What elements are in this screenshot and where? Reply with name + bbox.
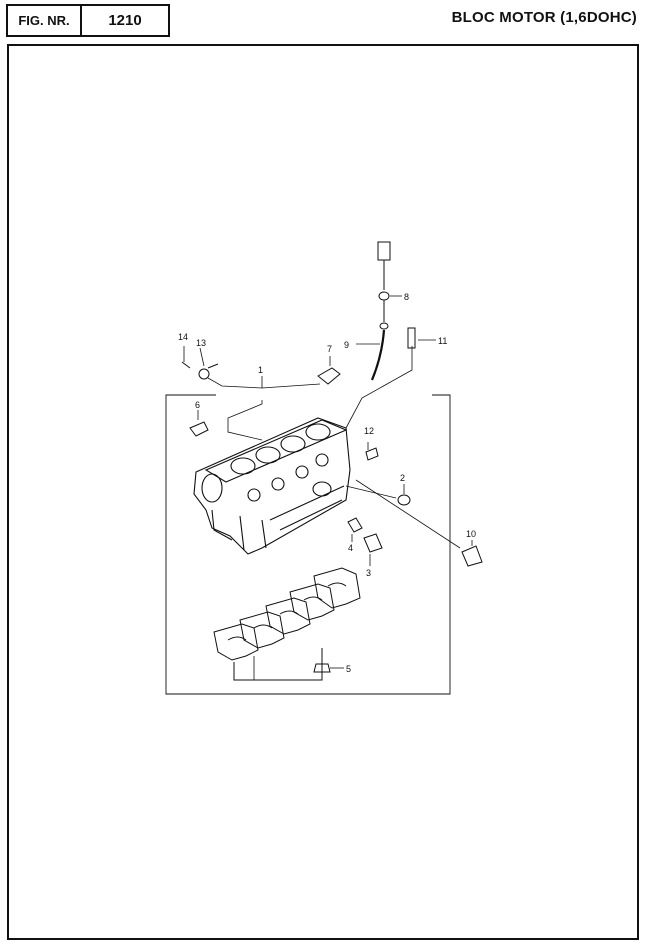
cap-bolt <box>313 648 331 673</box>
callout-3: 3 <box>366 568 371 578</box>
plug-twelve <box>365 447 379 461</box>
callout-13: 13 <box>196 338 206 348</box>
callout-7: 7 <box>327 344 332 354</box>
plug-seven <box>317 367 341 385</box>
callout-10: 10 <box>466 529 476 539</box>
callout-1: 1 <box>258 365 263 375</box>
callout-8: 8 <box>404 292 409 302</box>
callout-4: 4 <box>348 543 353 553</box>
callout-9: 9 <box>344 340 349 350</box>
callout-6: 6 <box>195 400 200 410</box>
leader-lines <box>183 295 473 680</box>
figure-label: FIG. NR. <box>8 6 82 35</box>
engine-block <box>193 417 351 555</box>
assembly-boundary <box>165 394 451 695</box>
drawing-frame <box>7 44 639 940</box>
seal-ring <box>397 494 411 506</box>
knock-sensor <box>181 361 219 380</box>
oil-pressure-switch <box>347 517 383 553</box>
plug-six <box>189 421 209 437</box>
callout-11: 11 <box>438 336 447 346</box>
callout-labels: 1 2 3 4 5 6 7 8 9 10 11 12 13 14 <box>178 292 476 674</box>
callout-5: 5 <box>346 664 351 674</box>
page-title: BLOC MOTOR (1,6DOHC) <box>451 9 637 26</box>
bearing-caps <box>213 567 361 681</box>
callout-14: 14 <box>178 332 188 342</box>
dowel-pin <box>407 327 416 349</box>
dipstick-tube <box>370 329 386 381</box>
dipstick-handle <box>377 241 391 330</box>
callout-2: 2 <box>400 473 405 483</box>
figure-number: 1210 <box>108 12 142 29</box>
figure-number-box: FIG. NR. 1210 <box>6 4 170 37</box>
plug-ten <box>461 545 483 567</box>
callout-12: 12 <box>364 426 374 436</box>
